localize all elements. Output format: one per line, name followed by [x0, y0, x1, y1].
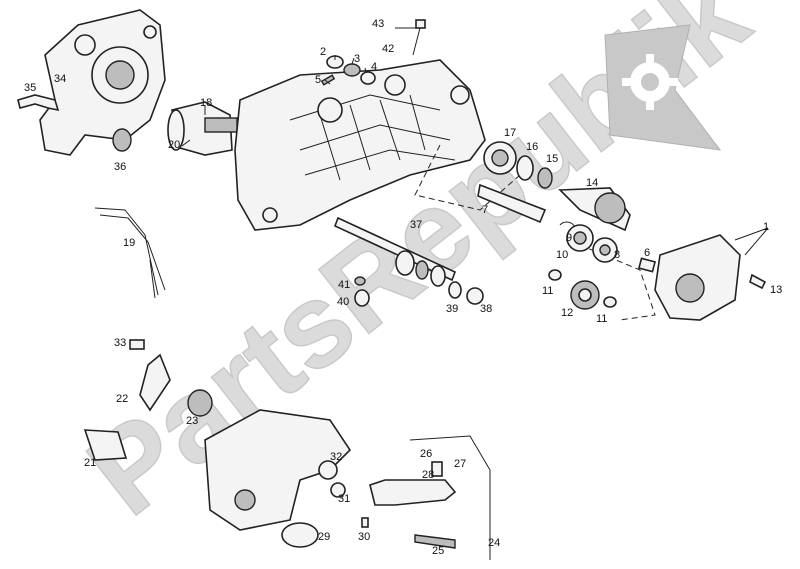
washer-39	[448, 281, 462, 299]
label-4: 4	[371, 61, 377, 73]
label-23: 23	[186, 415, 198, 427]
bolt-30	[361, 517, 369, 528]
leader-lines	[181, 27, 769, 256]
label-32: 32	[330, 451, 342, 463]
bolt-13	[749, 273, 767, 290]
label-38: 38	[480, 303, 492, 315]
label-7: 7	[482, 204, 488, 216]
label-18: 18	[200, 97, 212, 109]
label-9: 9	[566, 232, 572, 244]
pin-33	[129, 339, 145, 350]
label-2: 2	[320, 46, 326, 58]
bearing-17	[483, 141, 517, 175]
gear-12	[570, 280, 600, 310]
spring-25	[414, 534, 456, 549]
breather-bolt	[412, 19, 426, 56]
label-5: 5	[315, 74, 321, 86]
label-35: 35	[24, 82, 36, 94]
washer-11a	[548, 269, 562, 281]
label-36: 36	[114, 161, 126, 173]
label-41: 41	[338, 279, 350, 291]
wiring-harness	[94, 207, 166, 299]
label-19: 19	[123, 237, 135, 249]
label-16: 16	[526, 141, 538, 153]
label-20: 20	[168, 139, 180, 151]
label-31: 31	[338, 493, 350, 505]
ring-16	[516, 155, 534, 181]
washer-11b	[603, 296, 617, 308]
label-11a: 11	[542, 285, 553, 297]
label-25: 25	[432, 545, 444, 557]
shaft-7	[477, 183, 547, 224]
label-8: 8	[614, 249, 620, 261]
bearing-10	[566, 224, 594, 252]
label-29: 29	[318, 531, 330, 543]
part-labels: 1 2 3 4 5 6 7 8 9 10 11 11 12 13 14 15 1…	[24, 18, 782, 557]
label-21: 21	[84, 457, 96, 469]
label-1: 1	[763, 221, 769, 233]
label-42: 42	[382, 43, 394, 55]
label-30: 30	[358, 531, 370, 543]
kick-sector-22	[139, 353, 171, 412]
label-14: 14	[586, 177, 598, 189]
label-43: 43	[372, 18, 384, 30]
transmission-cover	[204, 409, 352, 531]
starter-gear-21	[83, 429, 128, 461]
gear-flag-logo-icon	[604, 24, 722, 151]
kick-lever-24	[369, 461, 457, 506]
label-28: 28	[422, 469, 434, 481]
seal-31	[330, 482, 346, 498]
nut-38	[466, 287, 484, 305]
label-27: 27	[454, 458, 466, 470]
label-34: 34	[54, 73, 66, 85]
label-17: 17	[504, 127, 516, 139]
label-37: 37	[410, 219, 422, 231]
label-24: 24	[488, 537, 500, 549]
seal-32	[318, 460, 338, 480]
label-10: 10	[556, 249, 568, 261]
spring-23	[187, 389, 213, 417]
pin-6	[637, 257, 657, 273]
ring-15	[537, 167, 553, 189]
bolt-40	[354, 289, 370, 307]
gear-cover	[654, 234, 741, 321]
label-6: 6	[644, 247, 650, 259]
label-13: 13	[770, 284, 782, 296]
drive-shaft-14	[558, 187, 631, 232]
washer-41	[354, 276, 366, 286]
label-39: 39	[446, 303, 458, 315]
bracket-24	[409, 435, 491, 560]
label-33: 33	[114, 337, 126, 349]
label-3: 3	[354, 53, 360, 65]
label-40: 40	[337, 296, 349, 308]
main-crankcase	[234, 59, 486, 231]
label-26: 26	[420, 448, 432, 460]
label-22: 22	[116, 393, 128, 405]
plug-29	[281, 522, 319, 548]
kickstart-pipe	[17, 94, 60, 112]
label-15: 15	[546, 153, 558, 165]
label-11b: 11	[596, 313, 607, 325]
shaft-37	[333, 216, 457, 287]
crankcase-left-half	[39, 9, 166, 156]
label-12: 12	[561, 307, 573, 319]
oil-seal-36	[112, 128, 132, 152]
bearing-8	[592, 237, 618, 263]
